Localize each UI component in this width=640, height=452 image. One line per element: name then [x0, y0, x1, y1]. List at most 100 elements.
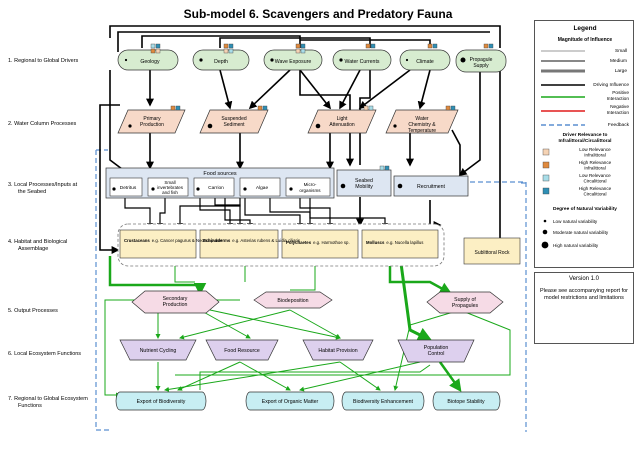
legend-title: Legend — [573, 25, 596, 32]
regional-biotope-stability[interactable] — [432, 391, 501, 411]
legend-medium: Medium — [610, 58, 627, 64]
recruitment-box[interactable] — [393, 175, 469, 197]
food-carrion-label: Carrion — [208, 185, 224, 191]
feedback-line-right — [470, 181, 527, 432]
function-habitat-provision[interactable] — [302, 339, 374, 361]
assemblage-echinoderms[interactable] — [199, 229, 279, 259]
version-label: Version 1.0 — [568, 276, 600, 282]
driver-climate-label: Climate — [416, 59, 434, 65]
food-carrion[interactable] — [193, 177, 235, 197]
variability-dot — [124, 58, 128, 62]
variability-dot — [339, 58, 343, 62]
regional-biotope-stability-label: Biotope Stability — [447, 399, 485, 405]
food-micro-organisms[interactable] — [285, 177, 331, 197]
function-habitat-provision-label: Habitat Provision — [318, 348, 357, 354]
driver-geology-label: Geology — [140, 59, 160, 65]
driver-climate[interactable] — [399, 49, 451, 71]
food-algae[interactable] — [239, 177, 281, 197]
assemblage-polychaetes[interactable] — [281, 229, 359, 259]
legend-low-variability: Low natural variability — [553, 219, 598, 224]
output-biodeposition-label: Biodeposition — [277, 298, 308, 304]
positive-interaction-lines — [104, 255, 511, 398]
legend-driving: Driving Influence — [593, 82, 629, 88]
variability-dot — [405, 58, 409, 62]
assemblage-crustaceans[interactable] — [119, 229, 197, 259]
water-chemistry-temperature[interactable] — [385, 109, 459, 134]
variability-dot — [270, 58, 274, 62]
seabed-mobility-box[interactable] — [336, 169, 392, 197]
output-biodeposition[interactable] — [253, 291, 333, 309]
version-note: Please see accompanying report for model… — [539, 288, 629, 301]
feedback-lines — [95, 149, 527, 432]
regional-export-of-organic-matter[interactable] — [245, 391, 335, 411]
output-supply-of-propagules[interactable] — [426, 291, 504, 314]
legend-graphic: Legend Magnitude of Influence Small Medi… — [541, 25, 630, 249]
regional-export-of-biodiversity[interactable] — [115, 391, 207, 411]
driver-wave-exposure[interactable] — [263, 49, 323, 71]
function-food-resource[interactable] — [205, 339, 279, 361]
version-panel: Version 1.0 Please see accompanying repo… — [534, 272, 634, 344]
assemblage-molluscs[interactable] — [361, 229, 439, 259]
water-primary-production[interactable] — [117, 109, 186, 134]
drivers-row: Geology Depth Wave Exposure Water Curren… — [117, 43, 507, 73]
driver-water-currents-label: Water Currents — [345, 59, 380, 65]
sublittoral-rock-label: Sublittoral Rock — [474, 250, 510, 256]
driver-water-currents[interactable] — [332, 49, 392, 71]
row-label-1: 1. Regional to Global Drivers — [8, 58, 79, 64]
function-nutrient-cycling[interactable] — [119, 339, 197, 361]
recruitment-label: Recruitment — [417, 184, 446, 190]
regional-export-of-organic-matter-label: Export of Organic Matter — [262, 399, 319, 405]
driver-depth[interactable] — [192, 49, 250, 71]
regional-functions: Export of Biodiversity Export of Organic… — [115, 391, 501, 411]
food-detritus-label: Detritus — [120, 185, 137, 191]
water-light-attenuation[interactable] — [307, 109, 377, 134]
food-to-assemblage-lines — [124, 198, 388, 230]
function-population-control[interactable] — [397, 339, 475, 363]
food-small-invertebrates[interactable] — [147, 177, 189, 197]
regional-biodiversity-enhancement-label: Biodiversity Enhancement — [353, 399, 414, 405]
legend-magnitude-title: Magnitude of Influence — [558, 37, 613, 43]
water-suspended-sediment[interactable] — [199, 109, 269, 134]
regional-biodiversity-enhancement[interactable] — [341, 391, 425, 411]
variability-dot — [199, 58, 203, 62]
row-label-2: 2. Water Column Processes — [8, 121, 77, 127]
diagram-title: Sub-model 6. Scavengers and Predatory Fa… — [184, 7, 453, 21]
function-nutrient-cycling-label: Nutrient Cycling — [140, 348, 177, 354]
relevance-swatches — [150, 43, 494, 54]
food-detritus[interactable] — [109, 177, 143, 197]
driver-wave-exposure-label: Wave Exposure — [275, 59, 312, 65]
driver-depth-label: Depth — [214, 59, 228, 65]
local-functions: Nutrient Cycling Food Resource Habitat P… — [119, 339, 475, 363]
driver-propagule-supply[interactable] — [455, 49, 507, 73]
regional-export-of-biodiversity-label: Export of Biodiversity — [137, 399, 186, 405]
legend-high-variability: High natural variability — [553, 243, 599, 248]
legend-large: Large — [615, 68, 628, 74]
food-micro-organisms-label: Micro-organisms — [299, 182, 321, 193]
sublittoral-rock-box[interactable] — [463, 237, 521, 265]
row-labels: 1. Regional to Global Drivers 2. Water C… — [8, 58, 88, 409]
output-secondary-production[interactable] — [131, 290, 220, 314]
driver-geology[interactable] — [117, 49, 179, 71]
legend-variability-title: Degree of Natural Variability — [553, 206, 617, 212]
